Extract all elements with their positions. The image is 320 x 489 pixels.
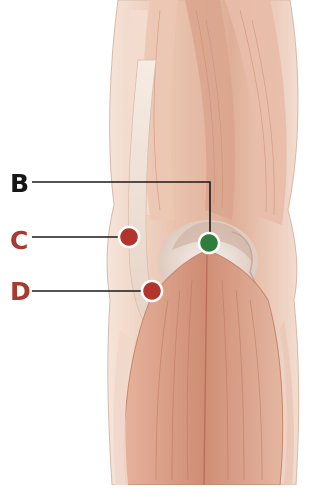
marker-d-label: D — [10, 279, 31, 304]
marker-d-dot — [142, 281, 162, 301]
marker-b-label: B — [10, 171, 29, 196]
marker-c-dot — [119, 227, 139, 247]
marker-b-dot — [199, 233, 219, 253]
marker-c-label: C — [10, 228, 28, 253]
